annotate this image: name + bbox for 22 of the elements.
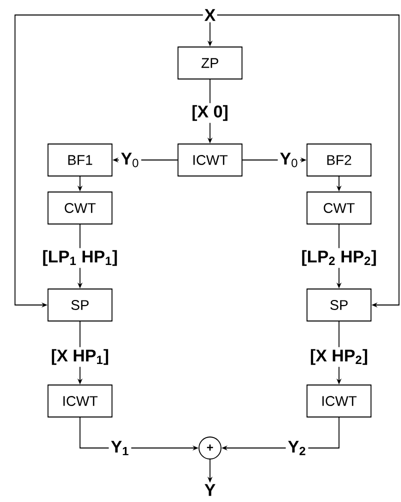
edge-label: Y$_{2}$ [286,438,308,458]
edge-label: Y$_{0}$ [278,150,300,170]
process-box: ICWT [306,384,372,418]
process-box: CWT [48,192,112,224]
process-box: ICWT [178,144,242,176]
process-box: BF2 [306,144,372,176]
signal-label: X [204,9,216,21]
edge-label: [X HP$_{2}$] [308,347,370,367]
process-box: ZP [178,46,242,80]
process-box: SP [48,288,112,322]
edge-label: [LP$_{2}$ HP$_{2}$] [299,248,379,268]
edge-label: [X 0] [190,103,230,123]
edge-label: [X HP$_{1}$] [48,347,112,367]
process-box: BF1 [48,144,112,176]
arrow [216,14,400,308]
edge-label: [LP$_{1}$ HP$_{1}$] [40,248,120,268]
process-box: CWT [306,192,372,224]
process-box: SP [306,288,372,322]
edge-label: Y$_{1}$ [108,438,132,458]
signal-label: Y [204,484,216,496]
edge-label: Y$_{0}$ [118,150,142,170]
process-box: ICWT [48,384,112,418]
